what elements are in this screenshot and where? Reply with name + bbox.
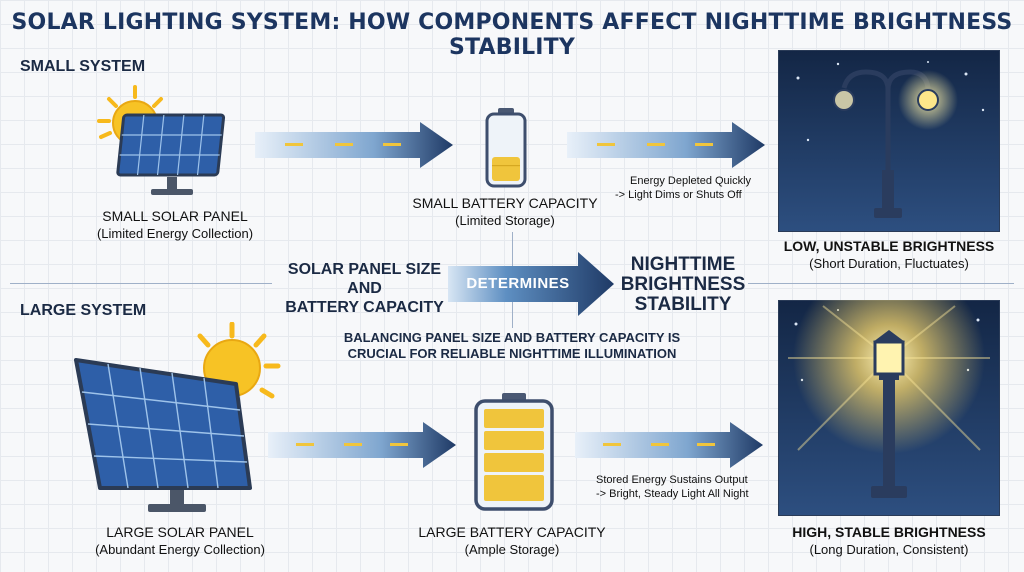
center-note-line-1: BALANCING PANEL SIZE AND BATTERY CAPACIT… bbox=[343, 330, 681, 345]
center-right-line-2: BRIGHTNESS bbox=[620, 274, 746, 295]
center-note-line-2: CRUCIAL FOR RELIABLE NIGHTTIME ILLUMINAT… bbox=[347, 346, 677, 361]
right-divider bbox=[748, 283, 1014, 284]
small-system-note-line-2: -> Light Dims or Shuts Off bbox=[615, 189, 742, 201]
large-outcome-title: HIGH, STABLE BRIGHTNESS bbox=[792, 524, 986, 540]
dim-street-lamp-scene bbox=[778, 50, 1000, 232]
large-solar-panel-icon bbox=[74, 322, 281, 512]
center-right-text: NIGHTTIME BRIGHTNESS STABILITY bbox=[612, 255, 754, 315]
left-divider bbox=[10, 283, 272, 284]
large-system-note-line-1: Stored Energy Sustains Output bbox=[596, 474, 748, 486]
determines-arrow bbox=[448, 252, 614, 316]
center-left-line-3: BATTERY CAPACITY bbox=[285, 299, 444, 316]
center-left-line-2: AND bbox=[347, 280, 382, 297]
energy-flow-arrow-small-1 bbox=[255, 122, 453, 168]
center-note: BALANCING PANEL SIZE AND BATTERY CAPACIT… bbox=[282, 330, 742, 362]
small-panel-title: SMALL SOLAR PANEL bbox=[102, 208, 248, 224]
center-left-line-1: SOLAR PANEL SIZE bbox=[287, 261, 442, 278]
energy-flow-arrow-large-2 bbox=[575, 422, 763, 468]
center-left-text: SOLAR PANEL SIZE AND BATTERY CAPACITY bbox=[282, 260, 447, 317]
large-panel-subtitle: (Abundant Energy Collection) bbox=[95, 542, 265, 557]
determines-label: DETERMINES bbox=[466, 275, 570, 292]
energy-flow-arrow-large-1 bbox=[268, 422, 456, 468]
small-panel-subtitle: (Limited Energy Collection) bbox=[96, 226, 254, 241]
small-outcome-title: LOW, UNSTABLE BRIGHTNESS bbox=[783, 238, 995, 254]
energy-flow-arrow-small-2 bbox=[567, 122, 765, 168]
page-title: SOLAR LIGHTING SYSTEM: HOW COMPONENTS AF… bbox=[11, 10, 1013, 60]
star-icon bbox=[796, 61, 985, 142]
small-outcome-subtitle: (Short Duration, Fluctuates) bbox=[809, 256, 969, 271]
large-battery-icon bbox=[474, 393, 554, 511]
center-right-line-3: STABILITY bbox=[634, 294, 732, 315]
large-panel-title: LARGE SOLAR PANEL bbox=[106, 524, 254, 540]
small-battery-title: SMALL BATTERY CAPACITY bbox=[412, 195, 598, 211]
bright-street-lamp-scene bbox=[778, 300, 1000, 516]
large-battery-title: LARGE BATTERY CAPACITY bbox=[418, 524, 606, 540]
large-system-note-line-2: -> Bright, Steady Light All Night bbox=[596, 488, 749, 500]
small-battery-icon bbox=[485, 108, 527, 188]
large-battery-subtitle: (Ample Storage) bbox=[464, 542, 560, 557]
small-solar-panel-icon bbox=[97, 85, 226, 195]
small-battery-subtitle: (Limited Storage) bbox=[455, 213, 555, 228]
large-system-label: LARGE SYSTEM bbox=[20, 302, 147, 319]
center-right-line-1: NIGHTTIME bbox=[630, 254, 736, 275]
small-system-note-line-1: Energy Depleted Quickly bbox=[630, 175, 752, 187]
small-system-label: SMALL SYSTEM bbox=[20, 58, 146, 75]
large-outcome-subtitle: (Long Duration, Consistent) bbox=[809, 542, 969, 557]
